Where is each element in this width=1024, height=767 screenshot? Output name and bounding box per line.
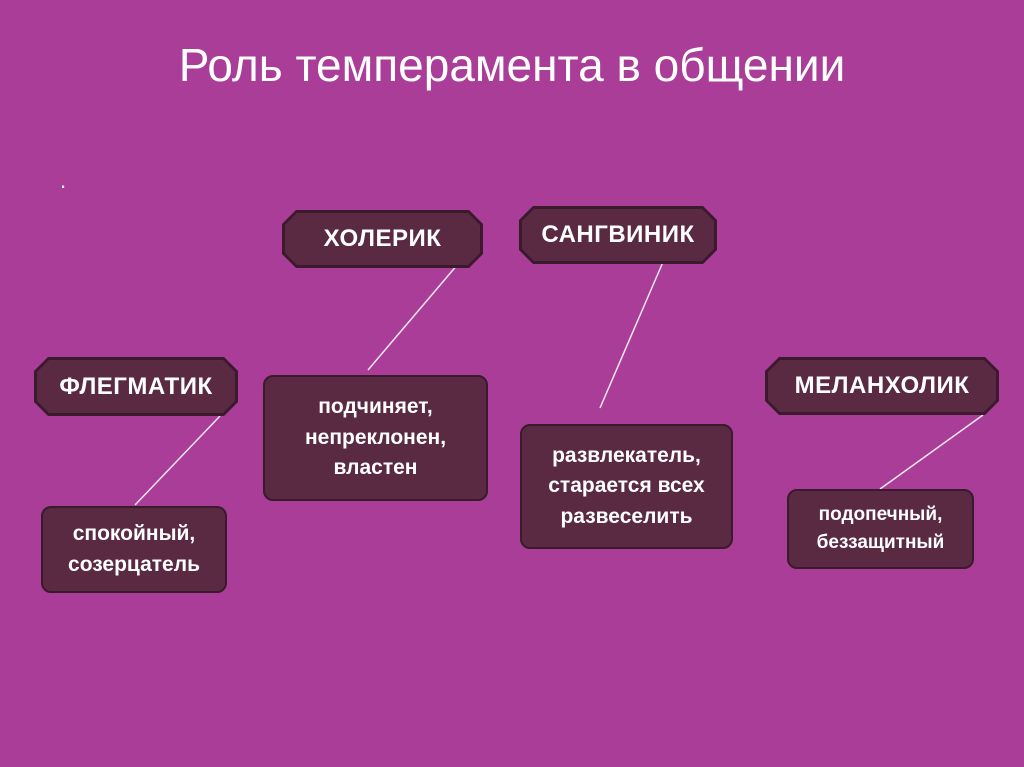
tag-sanguine: САНГВИНИК: [519, 206, 717, 264]
desc-melancholic-line-1: подопечный,: [818, 504, 943, 526]
tag-melancholic: МЕЛАНХОЛИК: [765, 357, 999, 415]
desc-sanguine-line-3: развеселить: [560, 504, 693, 528]
connector-sanguine: [599, 261, 664, 409]
slide-title: Роль темперамента в общении: [178, 39, 846, 91]
bullet-point: .: [60, 168, 67, 193]
desc-choleric-line-1: подчиняет,: [318, 395, 433, 419]
connector-phlegmatic: [134, 415, 221, 506]
desc-choleric-line-2: непреклонен,: [304, 425, 447, 449]
tag-phlegmatic: ФЛЕГМАТИК: [34, 357, 238, 416]
tag-choleric-label: ХОЛЕРИК: [323, 225, 442, 252]
desc-sanguine-line-1: развлекатель,: [552, 443, 701, 467]
desc-sanguine-line-2: старается всех: [548, 474, 705, 498]
tag-sanguine-label: САНГВИНИК: [541, 221, 695, 248]
desc-phlegmatic-line-1: спокойный,: [72, 522, 196, 546]
desc-phlegmatic: спокойный, созерцатель: [41, 506, 227, 593]
desc-sanguine: развлекатель, старается всех развеселить: [520, 424, 733, 549]
connector-melancholic: [879, 414, 984, 490]
desc-choleric-line-3: властен: [333, 456, 418, 480]
tag-phlegmatic-label: ФЛЕГМАТИК: [59, 372, 213, 400]
connector-choleric: [367, 263, 459, 371]
desc-choleric: подчиняет, непреклонен, властен: [263, 375, 488, 501]
tag-melancholic-label: МЕЛАНХОЛИК: [794, 372, 970, 399]
tag-choleric: ХОЛЕРИК: [282, 210, 483, 268]
desc-phlegmatic-line-2: созерцатель: [68, 552, 200, 576]
desc-melancholic: подопечный, беззащитный: [787, 489, 974, 569]
desc-melancholic-line-2: беззащитный: [816, 532, 945, 553]
